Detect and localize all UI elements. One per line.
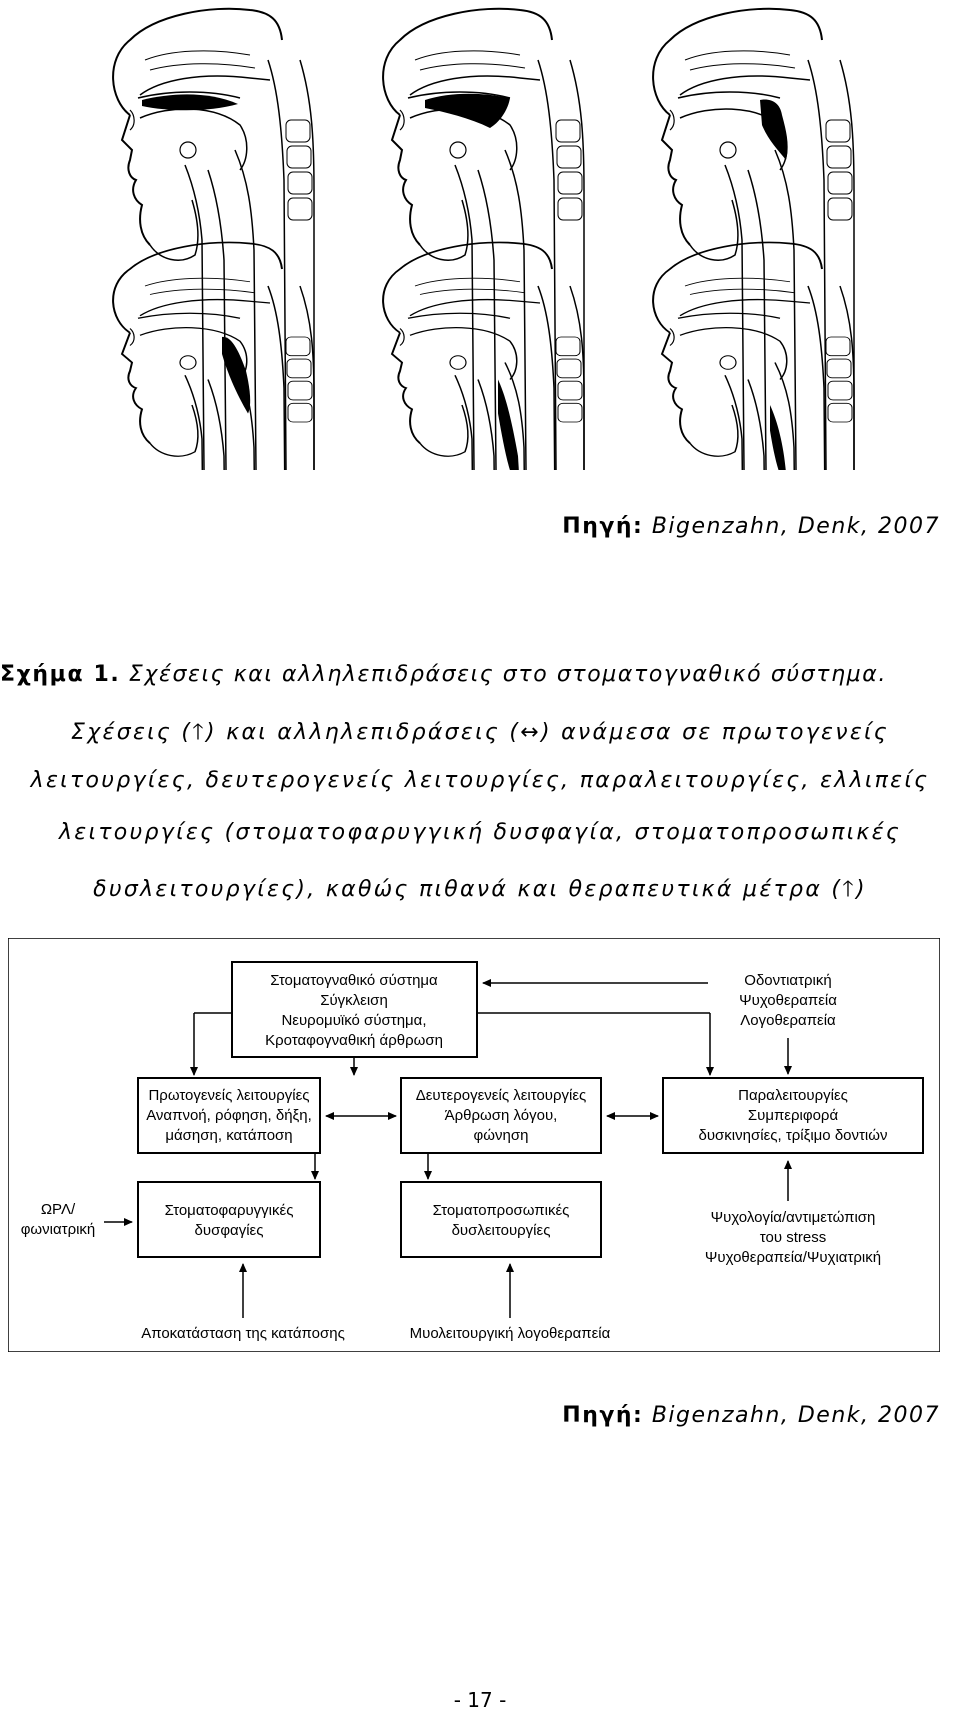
label-text: ΩΡΛ/ [41, 1201, 76, 1218]
box-text: Πρωτογενείς λειτουργίες [148, 1087, 309, 1104]
caption-line-3: λειτουργίες (στοματοφαρυγγική δυσφαγία, … [58, 820, 902, 845]
caption-title: Σχέσεις και αλληλεπιδράσεις στο στοματογ… [128, 662, 887, 687]
label-text: Ψυχολογία/αντιμετώπιση [711, 1209, 876, 1226]
box-text: Στοματοφαρυγγικές [165, 1202, 294, 1219]
caption-text: Σχέσεις ( [71, 720, 193, 745]
box-text: Σύγκλειση [320, 992, 388, 1009]
up-arrow-icon: 🡑 [842, 877, 857, 902]
box-text: Συμπεριφορά [748, 1107, 839, 1124]
source-text: Bigenzahn, Denk, 2007 [651, 514, 940, 539]
box-text: δυσλειτουργίες [452, 1222, 551, 1239]
label-text: Ψυχοθεραπεία/Ψυχιατρική [705, 1249, 881, 1266]
label-text: Αποκατάσταση της κατάποσης [141, 1325, 345, 1342]
diagram-frame [8, 938, 940, 1352]
caption-text: ) [856, 877, 867, 902]
parafunctions-box [662, 1077, 924, 1154]
label-text: φωνιατρική [21, 1221, 96, 1238]
source-line-2: Πηγή: Bigenzahn, Denk, 2007 [562, 1403, 940, 1428]
double-arrow-icon: ↔ [520, 720, 541, 745]
label-text: Ψυχοθεραπεία [739, 992, 837, 1009]
box-text: Στοματογναθικό σύστημα [270, 972, 438, 989]
box-text: Κροταφογναθική άρθρωση [265, 1032, 443, 1049]
label-text: Οδοντιατρική [744, 972, 831, 989]
source-label: Πηγή: [562, 1403, 644, 1428]
box-text: Νευρομυϊκό σύστημα, [281, 1012, 426, 1029]
caption-heading: Σχήμα 1. Σχέσεις και αλληλεπιδράσεις στο… [0, 662, 887, 687]
box-text: Αναπνοή, ρόφηση, δήξη, [146, 1107, 312, 1124]
secondary-functions-box [400, 1077, 602, 1154]
caption-line-2: λειτουργίες, δευτερογενείς λειτουργίες, … [30, 768, 930, 793]
caption-label: Σχήμα 1. [0, 662, 121, 687]
box-text: μάσηση, κατάποση [165, 1127, 292, 1144]
box-text: Στοματοπροσωπικές [433, 1202, 570, 1219]
caption-line-4: δυσλειτουργίες), καθώς πιθανά και θεραπε… [0, 872, 960, 910]
dysphagia-box [137, 1181, 321, 1258]
label-text: Λογοθεραπεία [740, 1012, 836, 1029]
relations-diagram: Στοματογναθικό σύστημα Σύγκλειση Νευρομυ… [8, 938, 940, 1352]
box-text: δυσκινησίες, τρίξιμο δοντιών [699, 1127, 888, 1144]
box-text: Παραλειτουργίες [738, 1087, 848, 1104]
box-text: Δευτερογενείς λειτουργίες [416, 1087, 587, 1104]
label-text: Μυολειτουργική λογοθεραπεία [410, 1325, 611, 1342]
caption-text: ) και αλληλεπιδράσεις ( [206, 720, 521, 745]
primary-functions-box [137, 1077, 321, 1154]
source-text: Bigenzahn, Denk, 2007 [651, 1403, 940, 1428]
dysfunction-box [400, 1181, 602, 1258]
source-line-1: Πηγή: Bigenzahn, Denk, 2007 [562, 514, 940, 539]
caption-text: δυσλειτουργίες), καθώς πιθανά και θεραπε… [93, 877, 843, 902]
caption-text: ) ανάμεσα σε πρωτογενείς [540, 720, 889, 745]
caption-line-1: Σχέσεις (🡑) και αλληλεπιδράσεις (↔) ανάμ… [0, 715, 960, 753]
page-number: - 17 - [453, 1688, 507, 1712]
label-text: του stress [760, 1229, 826, 1246]
swallowing-phases-illustration [112, 7, 855, 470]
box-text: φώνηση [474, 1127, 529, 1144]
source-label: Πηγή: [562, 514, 644, 539]
box-text: Άρθρωση λόγου, [445, 1107, 558, 1124]
up-arrow-icon: 🡑 [192, 720, 207, 745]
box-text: δυσφαγίες [195, 1222, 264, 1239]
